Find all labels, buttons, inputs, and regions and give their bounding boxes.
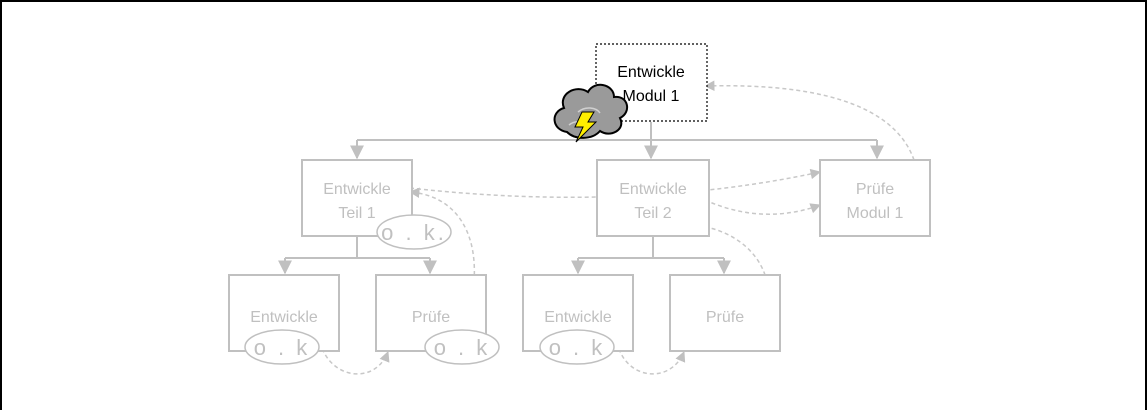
node-entwickle-teil-2: Entwickle Teil 2 xyxy=(596,159,710,237)
node-label: Prüfe xyxy=(412,309,450,326)
storm-cloud-icon xyxy=(553,83,629,139)
ok-badge-text: o . k xyxy=(549,335,606,360)
node-label: Prüfe xyxy=(706,309,744,326)
node-label: Entwickle xyxy=(250,309,318,326)
node-label-line1: Entwickle xyxy=(617,64,685,81)
node-pruefe-modul-1: Prüfe Modul 1 xyxy=(819,159,931,237)
node-label-line1: Entwickle xyxy=(619,181,687,198)
node-label-line1: Prüfe xyxy=(856,181,894,198)
node-label: Entwickle xyxy=(544,309,612,326)
node-label-line2: Modul 1 xyxy=(847,205,904,222)
ok-badge-entwickle-2: o . k xyxy=(539,329,615,365)
node-pruefe-2: Prüfe xyxy=(669,274,781,352)
node-entwickle-2: Entwickle xyxy=(522,274,634,352)
ok-badge-pruefe-1: o . k xyxy=(424,329,500,365)
ok-badge-text: o . k. xyxy=(381,220,447,245)
tree-connectors xyxy=(278,122,884,275)
lightning-bolt-icon xyxy=(574,111,598,143)
ok-badge-teil-1: o . k. xyxy=(376,214,452,250)
ok-badge-text: o . k xyxy=(434,335,491,360)
feedback-curves xyxy=(319,80,915,375)
ok-badge-text: o . k xyxy=(254,335,311,360)
node-label-line2: Teil 2 xyxy=(634,205,671,222)
ok-badge-entwickle-1: o . k xyxy=(244,329,320,365)
node-label-line2: Modul 1 xyxy=(623,88,680,105)
node-label-line1: Entwickle xyxy=(323,181,391,198)
node-label-line2: Teil 1 xyxy=(338,205,375,222)
